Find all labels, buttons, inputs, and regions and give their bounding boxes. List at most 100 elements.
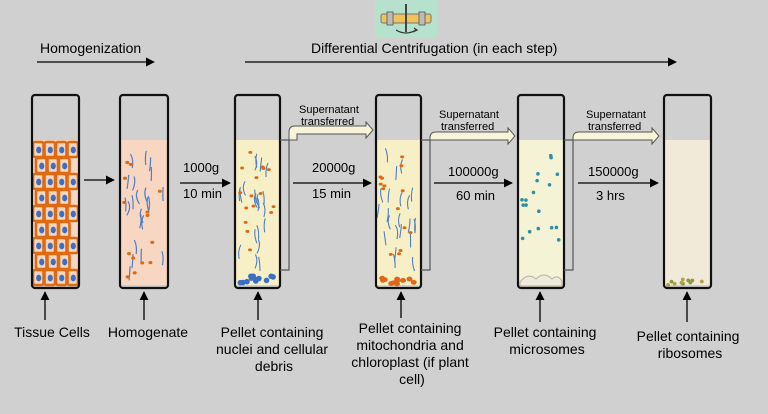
tube-homogenate — [118, 93, 170, 290]
ribosome-particle — [672, 281, 677, 286]
nucleus — [59, 178, 65, 186]
membrane-fragment — [132, 176, 136, 191]
organelle — [240, 166, 245, 170]
organelle — [248, 150, 253, 154]
organelle — [122, 200, 127, 205]
membrane-fragment — [407, 218, 411, 233]
microsome-particle — [524, 203, 528, 207]
membrane-fragment — [139, 213, 142, 229]
nucleus — [62, 194, 68, 202]
organelle — [128, 162, 133, 167]
organelle — [395, 207, 400, 211]
step-2-time: 15 min — [312, 186, 351, 201]
label-mito-line-2: mitochondria and — [356, 337, 463, 353]
nucleus — [47, 146, 53, 154]
tube-tissue-cells — [30, 93, 81, 290]
organelle — [238, 191, 243, 195]
ribosome-particle — [686, 278, 691, 283]
microsome-particle — [531, 190, 536, 195]
organelle — [382, 184, 387, 188]
membrane-fragment — [406, 195, 410, 210]
membrane-fragment — [387, 188, 391, 203]
membrane-fragment — [399, 224, 402, 239]
mitochondrion-particle — [393, 281, 400, 287]
label-microsome-pellet: Pellet containing microsomes — [494, 324, 601, 357]
membrane-fragment — [161, 251, 164, 266]
supernatant-transfer-2 — [421, 126, 516, 271]
tissue-cell-network — [31, 140, 80, 287]
membrane-fragment — [135, 189, 140, 205]
microsome-particle — [547, 182, 552, 187]
label-mito-line-4: cell) — [399, 371, 425, 387]
membrane-fragment — [258, 256, 261, 271]
organelle — [398, 249, 403, 253]
membrane-fragment — [265, 162, 269, 178]
organelle — [380, 176, 385, 180]
microsome-particle — [556, 238, 561, 242]
nucleus — [70, 178, 76, 186]
nucleus-particle — [263, 277, 270, 284]
label-tissue-cells-line: Tissue Cells — [14, 324, 90, 340]
membrane-fragment — [387, 215, 391, 230]
membrane-fragment — [262, 190, 265, 206]
nucleus — [62, 258, 68, 266]
nucleus — [39, 162, 45, 170]
nucleus — [59, 146, 65, 154]
microsome-content — [519, 153, 563, 287]
ribosome-particle — [679, 280, 684, 285]
membrane-fragment — [254, 229, 258, 244]
organelle — [251, 204, 256, 208]
nucleus — [36, 274, 42, 282]
microsome-particle — [536, 226, 541, 231]
membrane-fragment — [256, 225, 260, 240]
microsome-particle — [555, 172, 560, 177]
organelle — [122, 176, 127, 180]
membrane-fragment — [144, 187, 148, 202]
supernatant-transfer-3 — [564, 126, 660, 271]
organelle — [245, 229, 250, 233]
nucleus — [47, 178, 53, 186]
supernatant-label-3-line2: transferred — [588, 121, 641, 133]
membrane-fragment — [126, 200, 131, 216]
membrane-fragment — [410, 187, 414, 202]
label-nuclei-line-3: debris — [255, 358, 293, 374]
microsome-particle — [521, 203, 525, 207]
nucleus — [36, 178, 42, 186]
membrane-fragment — [414, 217, 417, 233]
membrane-fragment — [263, 218, 266, 233]
organelle — [400, 155, 405, 159]
nucleus — [50, 194, 56, 202]
label-homogenate: Homogenate — [108, 324, 188, 340]
mitochondria-supernatant-content — [376, 148, 417, 272]
microsome-particle — [554, 225, 559, 230]
membrane-fragment — [397, 212, 401, 228]
membrane-fragment — [131, 195, 134, 210]
label-tissue-cells: Tissue Cells — [14, 324, 90, 340]
membrane-fragment — [411, 256, 416, 272]
organelle — [243, 220, 248, 224]
membrane-fragment — [128, 266, 131, 281]
label-ribo-line-2: ribosomes — [658, 345, 723, 361]
step-1-time: 10 min — [183, 186, 222, 201]
membrane-fragment — [147, 196, 151, 211]
mitochondrion-particle — [406, 276, 413, 282]
homogenate-fragments — [122, 150, 164, 281]
tube-microsome-pellet — [516, 93, 566, 290]
membrane-fragment — [383, 231, 387, 246]
organelle — [402, 226, 407, 230]
nucleus-particle — [268, 273, 274, 280]
organelle — [397, 252, 402, 256]
supernatant-label-1-line1: Supernatant — [299, 104, 359, 116]
mitochondrion-particle — [410, 279, 417, 285]
centrifugation-header: Differential Centrifugation (in each ste… — [311, 40, 557, 56]
organelle — [150, 240, 155, 244]
organelle — [378, 182, 383, 186]
microsome-particle — [549, 225, 554, 230]
membrane-fragment — [131, 254, 134, 269]
membrane-fragment — [133, 239, 138, 255]
organelle — [261, 167, 266, 171]
organelle — [247, 248, 252, 252]
nucleus — [36, 242, 42, 250]
ribosome-particle — [680, 277, 685, 282]
